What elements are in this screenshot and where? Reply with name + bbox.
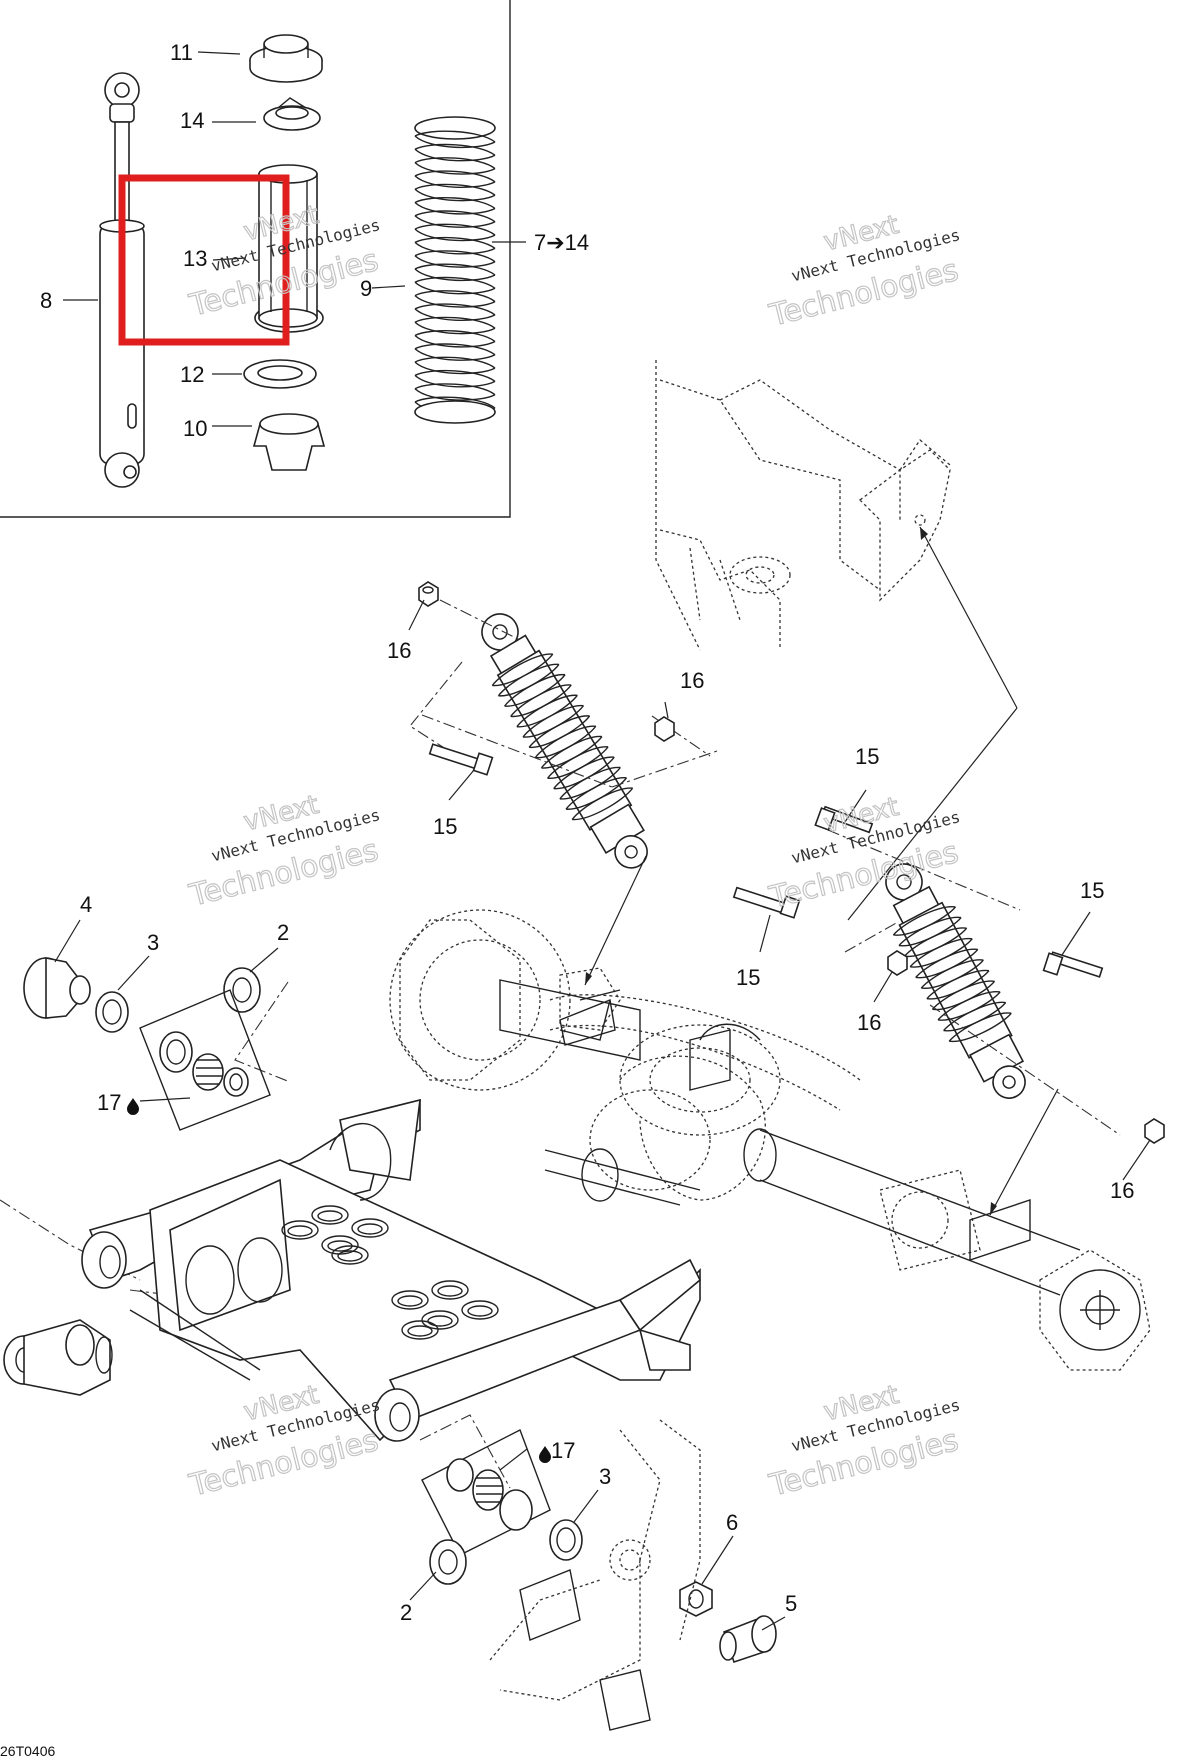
rear-shock-right <box>885 863 1026 1099</box>
callout-16-d: 16 <box>1110 1178 1134 1203</box>
callout-labels: 11 14 13 8 9 7➔14 12 10 16 16 15 15 15 1… <box>40 40 1134 1625</box>
part-14-retainer <box>263 97 321 131</box>
rear-shock-left <box>481 613 648 869</box>
mounting-bracket <box>489 1419 701 1731</box>
shock-absorber-inset <box>0 0 511 518</box>
part-16-nut-b <box>654 716 675 742</box>
part-5-pivot-pin <box>719 1615 777 1664</box>
callout-15-c: 15 <box>855 744 879 769</box>
part-15-bolt-b <box>732 886 801 919</box>
part-2-bearing-a <box>223 967 261 1013</box>
rear-axle-assembly <box>389 909 1151 1371</box>
callout-8: 8 <box>40 288 52 313</box>
callout-14: 14 <box>180 108 204 133</box>
callout-15-b: 15 <box>736 965 760 990</box>
callout-4: 4 <box>80 892 92 917</box>
callout-16-a: 16 <box>387 638 411 663</box>
leader-lines <box>54 51 1151 1631</box>
drive-shaft-coupler <box>3 1319 113 1396</box>
swing-arm-holes <box>281 1205 499 1340</box>
part-3-seal-b <box>549 1519 583 1561</box>
part-3-seal-a <box>95 991 129 1033</box>
lubricant-drop-icon <box>539 1446 551 1463</box>
part-6-nut <box>679 1581 713 1617</box>
callout-15-a: 15 <box>433 814 457 839</box>
callout-17-a: 17 <box>97 1090 121 1115</box>
part-10-lower-seat <box>252 413 326 471</box>
part-4-pivot-pin <box>23 957 91 1019</box>
watermark-2: vNext vNext Technologies Technologies <box>765 209 963 334</box>
part-15-bolt-a <box>428 743 494 776</box>
part-9-coil-spring <box>414 116 496 424</box>
callout-12: 12 <box>180 362 204 387</box>
callout-3-a: 3 <box>147 930 159 955</box>
bearing-group-a <box>139 989 271 1131</box>
swing-arm <box>81 1098 701 1442</box>
part-2-bearing-b <box>429 1539 467 1585</box>
highlight-box <box>118 174 290 346</box>
watermark-6: vNext vNext Technologies Technologies <box>765 1379 963 1504</box>
watermark-4: vNext vNext Technologies Technologies <box>765 791 963 916</box>
callout-7-14: 7➔14 <box>534 230 589 255</box>
part-12-washer-hole <box>257 365 303 381</box>
part-16-nut-d <box>1144 1118 1165 1144</box>
part-15-bolt-d <box>1042 951 1104 978</box>
callout-15-d: 15 <box>1080 878 1104 903</box>
bearing-group-b <box>421 1429 551 1556</box>
part-16-nut-c <box>887 950 908 976</box>
callout-10: 10 <box>183 416 207 441</box>
callout-16-c: 16 <box>857 1010 881 1035</box>
callout-2-a: 2 <box>277 920 289 945</box>
lubricant-drop-icon <box>127 1098 139 1115</box>
callout-11: 11 <box>170 40 193 65</box>
callout-16-b: 16 <box>680 668 704 693</box>
watermark-3: vNext vNext Technologies Technologies <box>185 789 383 914</box>
part-16-nut-a <box>418 581 439 607</box>
drawing-code: 26T0406 <box>0 1743 55 1759</box>
callout-13: 13 <box>183 246 207 271</box>
frame-section <box>655 360 951 651</box>
callout-9: 9 <box>360 276 372 301</box>
callout-5: 5 <box>785 1591 797 1616</box>
callout-3-b: 3 <box>599 1464 611 1489</box>
part-11-spring-cap <box>249 34 323 83</box>
callout-6: 6 <box>726 1510 738 1535</box>
callout-17-b: 17 <box>551 1438 575 1463</box>
callout-2-b: 2 <box>400 1600 412 1625</box>
